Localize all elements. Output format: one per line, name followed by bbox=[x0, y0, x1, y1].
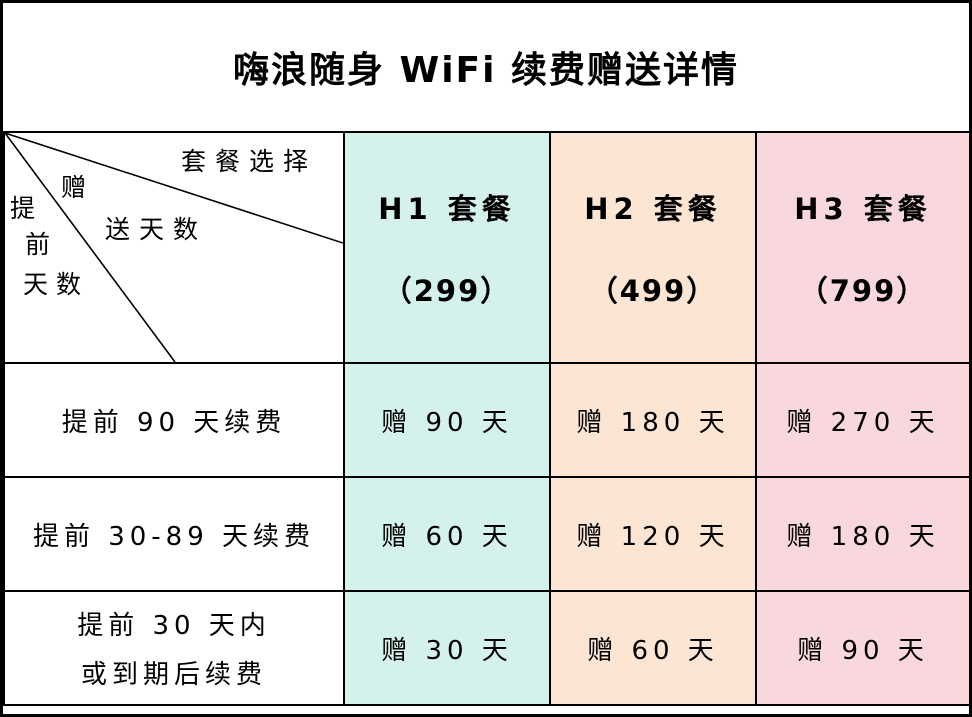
corner-label-gift-days-2: 送天数 bbox=[105, 215, 208, 244]
plan-name: H1 套餐 bbox=[378, 191, 516, 226]
plan-header-h1: H1 套餐 （299） bbox=[343, 131, 551, 364]
header-row: 套餐选择 赠 送天数 提 前 天数 H1 套餐 （299） H2 套餐 （499… bbox=[3, 131, 969, 364]
plan-header-h2: H2 套餐 （499） bbox=[549, 131, 757, 364]
gift-cell-h2: 赠 120 天 bbox=[549, 476, 757, 592]
plan-price: （799） bbox=[798, 273, 928, 308]
gift-cell-h3: 赠 180 天 bbox=[755, 476, 969, 592]
table-row-advance-30-89: 提前 30-89 天续费 赠 60 天 赠 120 天 赠 180 天 bbox=[3, 476, 969, 592]
corner-label-gift-days-1: 赠 bbox=[61, 173, 87, 202]
gift-cell-h1: 赠 60 天 bbox=[343, 476, 551, 592]
gift-cell-h2: 赠 60 天 bbox=[549, 590, 757, 706]
gift-cell-h3: 赠 270 天 bbox=[755, 362, 969, 478]
plan-header-h3: H3 套餐 （799） bbox=[755, 131, 969, 364]
table-row-within-30-or-expired: 提前 30 天内 或到期后续费 赠 30 天 赠 60 天 赠 90 天 bbox=[3, 590, 969, 706]
corner-label-advance-days-3: 天数 bbox=[23, 270, 90, 299]
plan-name: H2 套餐 bbox=[584, 191, 722, 226]
gift-cell-h2: 赠 180 天 bbox=[549, 362, 757, 478]
corner-label-advance-days-2: 前 bbox=[25, 230, 51, 259]
plan-price: （299） bbox=[382, 273, 512, 308]
row-label: 提前 30-89 天续费 bbox=[3, 476, 345, 592]
plan-price: （499） bbox=[588, 273, 718, 308]
page-title: 嗨浪随身 WiFi 续费赠送详情 bbox=[232, 50, 740, 91]
gift-cell-h1: 赠 90 天 bbox=[343, 362, 551, 478]
gift-cell-h1: 赠 30 天 bbox=[343, 590, 551, 706]
corner-label-package-select: 套餐选择 bbox=[181, 147, 318, 176]
pricing-table: 套餐选择 赠 送天数 提 前 天数 H1 套餐 （299） H2 套餐 （499… bbox=[3, 131, 969, 706]
gift-cell-h3: 赠 90 天 bbox=[755, 590, 969, 706]
diagonal-header-cell: 套餐选择 赠 送天数 提 前 天数 bbox=[3, 131, 345, 364]
diagonal-divider-lines bbox=[5, 133, 343, 362]
row-label: 提前 90 天续费 bbox=[3, 362, 345, 478]
plan-name: H3 套餐 bbox=[794, 191, 932, 226]
table-row-advance-90: 提前 90 天续费 赠 90 天 赠 180 天 赠 270 天 bbox=[3, 362, 969, 478]
row-label: 提前 30 天内 或到期后续费 bbox=[3, 590, 345, 706]
corner-label-advance-days-1: 提 bbox=[10, 194, 36, 223]
